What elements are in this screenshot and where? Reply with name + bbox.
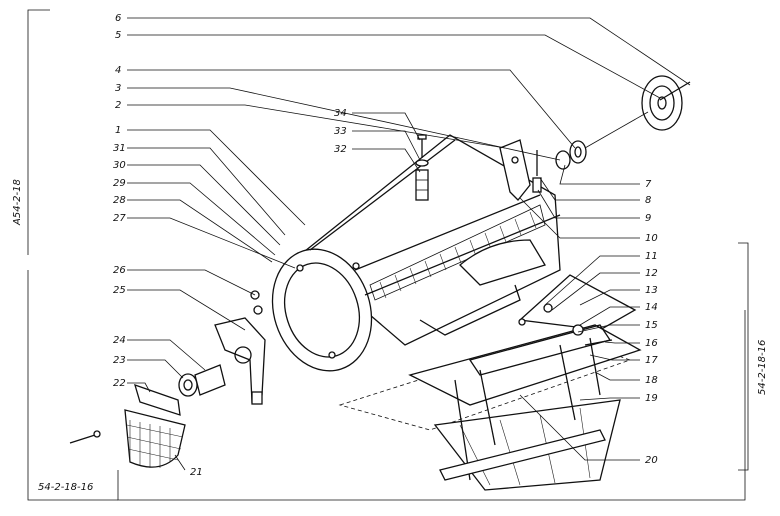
callout-15: 15 — [645, 320, 658, 331]
callout-21: 21 — [190, 467, 203, 478]
callout-28: 28 — [113, 195, 126, 206]
callout-16: 16 — [645, 338, 658, 349]
bracket-left-label: A54-2-18 — [12, 179, 23, 226]
drum-bolt — [352, 262, 360, 270]
callout-25: 25 — [113, 285, 126, 296]
bracket-arm — [499, 139, 531, 201]
callout-10: 10 — [645, 233, 658, 244]
frame-top-plate — [518, 274, 637, 331]
pulley — [641, 75, 683, 131]
callout-4: 4 — [115, 65, 121, 76]
callout-31: 31 — [113, 143, 126, 154]
bearing-housing — [178, 373, 198, 397]
lower-frame-assembly — [408, 274, 642, 491]
callout-26: 26 — [113, 265, 126, 276]
callout-19: 19 — [645, 393, 658, 404]
top-fastener-stack — [415, 134, 429, 201]
cover-plate — [134, 383, 181, 416]
callout-20: 20 — [645, 455, 658, 466]
side-bracket-assembly — [178, 290, 266, 405]
bracket-right-label: 54-2-18-16 — [757, 340, 768, 395]
dashed-base-outline — [338, 334, 632, 431]
upper-bracket — [499, 139, 542, 201]
drum-back-opening — [459, 239, 546, 286]
callout-13: 13 — [645, 285, 658, 296]
callout-11: 11 — [645, 251, 658, 262]
callout-33: 33 — [334, 126, 347, 137]
callout-7: 7 — [645, 179, 652, 190]
callout-30: 30 — [113, 160, 126, 171]
callout-6: 6 — [115, 13, 121, 24]
callout-22: 22 — [113, 378, 126, 389]
bracket-frame — [27, 9, 749, 501]
callout-5: 5 — [115, 30, 121, 41]
callout-2: 2 — [115, 100, 121, 111]
nut-stack — [532, 177, 542, 193]
callout-1: 1 — [115, 125, 121, 136]
callout-29: 29 — [113, 178, 126, 189]
side-plate — [214, 317, 266, 404]
pulley-assembly — [555, 75, 691, 170]
leader-lines — [127, 17, 691, 471]
callout-24: 24 — [113, 335, 126, 346]
frame-rail — [439, 429, 606, 481]
drum-bolt — [296, 264, 304, 272]
cover-bolt — [69, 434, 96, 444]
callout-27: 27 — [113, 213, 126, 224]
callout-labels: 6 5 4 3 2 1 31 30 29 28 27 26 25 24 23 2… — [113, 13, 658, 478]
drum-bolt — [328, 351, 336, 359]
callout-9: 9 — [645, 213, 651, 224]
cover-assembly — [69, 383, 186, 468]
callout-32: 32 — [334, 144, 347, 155]
sleeve — [555, 150, 571, 170]
drum-slot-screen — [369, 204, 546, 301]
drum-assembly — [271, 134, 561, 372]
frame-deck — [408, 324, 642, 406]
callout-8: 8 — [645, 195, 651, 206]
bracket-bottom-label: 54-2-18-16 — [38, 482, 93, 493]
callout-14: 14 — [645, 302, 658, 313]
callout-12: 12 — [645, 268, 658, 279]
callout-23: 23 — [113, 355, 126, 366]
trough-pan — [433, 399, 621, 491]
callout-18: 18 — [645, 375, 658, 386]
callout-3: 3 — [115, 83, 121, 94]
callout-34: 34 — [334, 108, 347, 119]
callout-17: 17 — [645, 355, 658, 366]
